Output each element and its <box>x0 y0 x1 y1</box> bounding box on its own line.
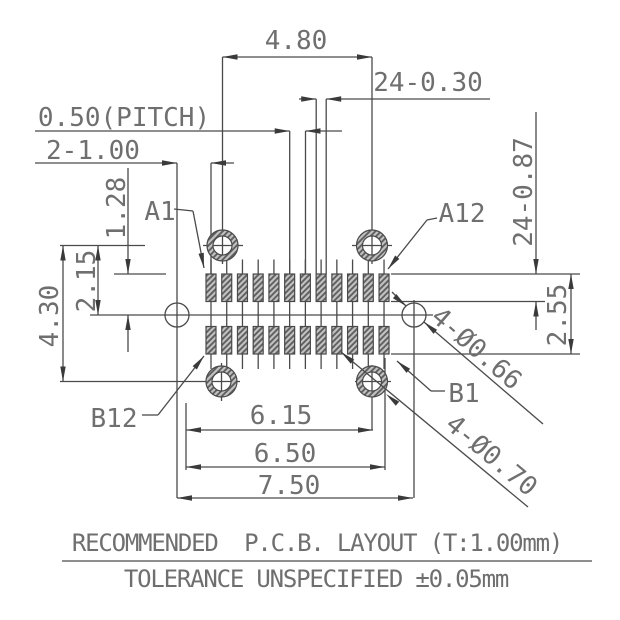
smt-pad-top-row <box>205 273 217 303</box>
smt-pad-bottom-row <box>236 325 249 355</box>
plated-hole-ring <box>355 365 389 398</box>
smt-pad-bottom-row <box>331 325 343 355</box>
label-pin-b1: B1 <box>448 379 479 409</box>
dimension-arrowhead <box>211 160 226 166</box>
plated-hole-ring <box>205 365 238 398</box>
dim-span-outer: 7.50 <box>258 471 321 501</box>
leader-line <box>426 217 438 221</box>
smt-pad-bottom-row <box>221 325 233 355</box>
leader-line <box>340 351 529 508</box>
smt-pad-top-row <box>315 273 327 303</box>
annotations: 4.80 24-0.30 0.50(PITCH) 2-1.00 A1 A12 1… <box>35 26 573 593</box>
alignment-hole-circle <box>401 302 427 328</box>
dimension-arrowhead <box>370 464 385 470</box>
dimension-arrowhead <box>60 366 66 382</box>
alignment-holes <box>164 302 427 328</box>
smt-pad-top-row <box>268 273 280 303</box>
dimension-arrowhead <box>177 495 192 501</box>
smt-pads <box>205 273 390 355</box>
plated-hole-ring <box>355 229 389 262</box>
label-pin-b12: B12 <box>91 404 138 434</box>
smt-pad-top-row <box>299 273 311 303</box>
dim-pad-width: 24-0.30 <box>373 68 483 98</box>
smt-pad-top-row <box>362 273 374 303</box>
dimension-arrowhead <box>198 252 204 268</box>
dimension-arrowhead <box>186 427 201 433</box>
smt-pad-top-row <box>346 273 359 303</box>
smt-pad-bottom-row <box>252 325 264 355</box>
dimension-arrowhead <box>533 301 539 317</box>
smt-pad-bottom-row <box>315 325 327 355</box>
dimension-arrowhead <box>125 315 131 330</box>
dimension-arrowhead <box>533 259 539 274</box>
smt-pad-bottom-row <box>284 325 296 355</box>
dimension-arrowhead <box>305 128 321 134</box>
smt-pad-bottom-row <box>299 325 311 355</box>
dimension-arrowhead <box>60 245 66 261</box>
alignment-hole-circle <box>164 302 190 328</box>
dimension-arrowhead <box>326 96 342 102</box>
dimension-arrowhead <box>274 128 290 134</box>
label-pin-a12: A12 <box>439 199 486 229</box>
dimension-arrowhead <box>397 361 411 373</box>
smt-pad-bottom-row <box>346 325 359 355</box>
dimension-arrowhead <box>424 322 438 334</box>
smt-pad-bottom-row <box>378 325 390 355</box>
dim-pad-to-center: 1.28 <box>102 177 132 240</box>
dimension-arrowhead <box>192 356 204 370</box>
dimension-arrowhead <box>398 495 413 501</box>
dim-hole-rows-span: 4.30 <box>35 285 65 348</box>
leader-line <box>423 321 544 425</box>
smt-pad-top-row <box>331 273 343 303</box>
smt-pad-top-row <box>284 273 296 303</box>
dim-pad-field-height: 2.55 <box>543 284 573 347</box>
plated-holes <box>205 229 389 398</box>
arrowheads <box>60 54 574 501</box>
dimension-arrowhead <box>357 54 372 60</box>
dim-hole-diameter: 4-Ø0.70 <box>440 409 543 502</box>
smt-pad-bottom-row <box>205 325 217 355</box>
dimension-arrowhead <box>358 427 373 433</box>
dimension-arrowhead <box>95 300 101 315</box>
smt-pad-top-row <box>221 273 233 303</box>
dimension-arrowhead <box>388 255 400 269</box>
dimension-arrowhead <box>568 274 574 289</box>
dim-pitch: 0.50(PITCH) <box>38 103 210 133</box>
smt-pad-top-row <box>252 273 264 303</box>
smt-pad-top-row <box>236 273 249 303</box>
label-pin-a1: A1 <box>144 197 175 227</box>
plated-hole-ring <box>206 229 239 262</box>
dim-hole-row-to-center: 2.15 <box>72 250 102 313</box>
dim-top-span: 4.80 <box>265 26 328 56</box>
dimension-arrowhead <box>568 339 574 354</box>
dimension-arrowhead <box>301 96 317 102</box>
dimension-arrowhead <box>186 464 201 470</box>
dimension-arrowhead <box>95 245 101 261</box>
dimension-arrowhead <box>162 160 177 166</box>
smt-pad-bottom-row <box>362 325 374 355</box>
dimension-arrowhead <box>125 259 131 274</box>
dim-span-mid: 6.50 <box>254 439 317 469</box>
dimension-arrowhead <box>392 294 406 306</box>
leader-line <box>173 208 194 212</box>
footer-title: RECOMMENDED P.C.B. LAYOUT (T:1.00mm) <box>72 529 562 557</box>
dim-span-inner: 6.15 <box>250 401 313 431</box>
dim-hole-offset: 2-1.00 <box>46 136 140 166</box>
dimension-arrowhead <box>386 394 400 406</box>
dimension-arrowhead <box>222 54 238 60</box>
smt-pad-bottom-row <box>268 325 280 355</box>
smt-pad-top-row <box>378 273 390 303</box>
dim-pad-length: 24-0.87 <box>509 137 539 247</box>
footer-tolerance: TOLERANCE UNSPECIFIED ±0.05mm <box>124 565 509 593</box>
dimension-arrowhead <box>341 352 355 364</box>
